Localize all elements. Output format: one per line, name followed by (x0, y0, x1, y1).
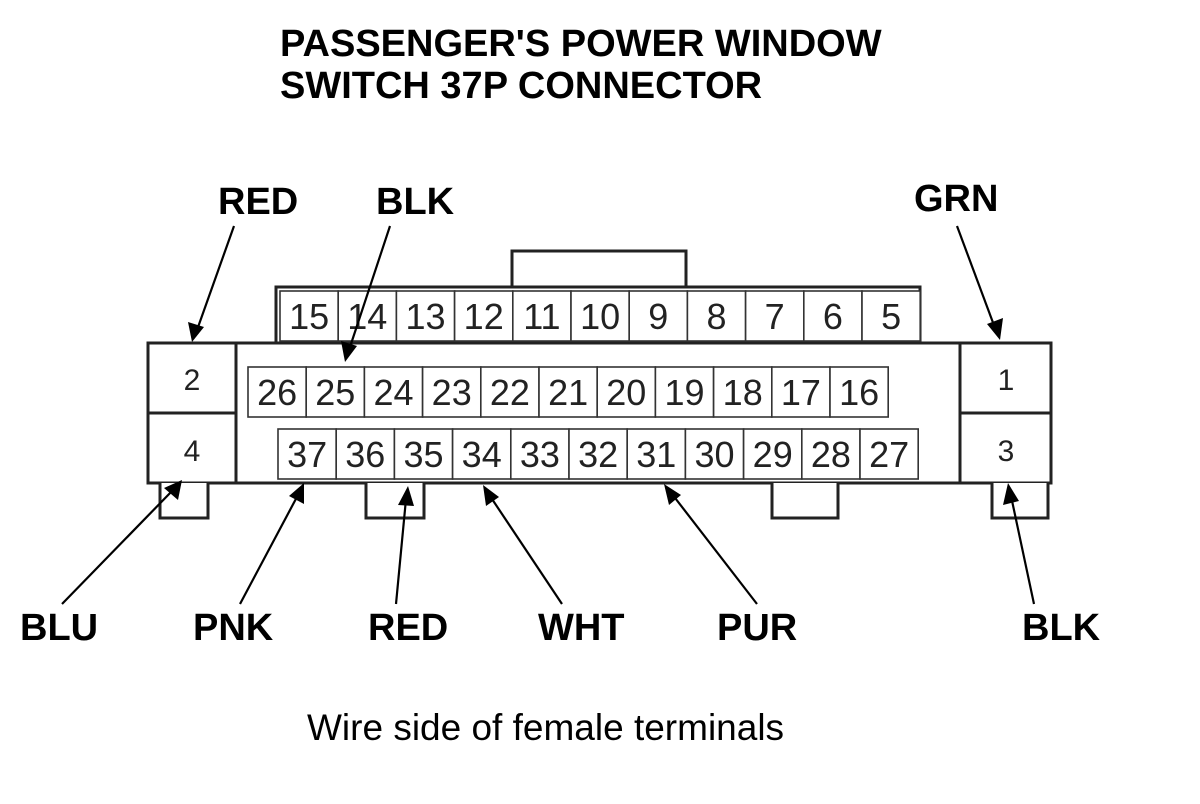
pin-9: 9 (648, 296, 668, 337)
pin-18: 18 (723, 372, 763, 413)
pin-27: 27 (869, 434, 909, 475)
pin-25: 25 (315, 372, 355, 413)
arrow-pin4 (61, 480, 182, 605)
pin-cavity-9 (628, 290, 689, 342)
pin-cavity-31 (626, 428, 687, 480)
pin-1: 1 (998, 364, 1015, 397)
pin-24: 24 (373, 372, 413, 413)
arrow-pin34 (483, 485, 563, 605)
arrow-pin3 (1003, 483, 1036, 605)
pin-29: 29 (753, 434, 793, 475)
wire-label-pin3: BLK (1022, 607, 1101, 649)
wire-label-pin4: BLU (20, 607, 98, 649)
arrow-pin25 (341, 225, 392, 362)
pin-cavity-20 (596, 366, 657, 418)
pin-cavity-26 (247, 366, 308, 418)
pin-32: 32 (578, 434, 618, 475)
arrow-pin35 (394, 486, 414, 605)
pin-cavity-36 (335, 428, 396, 480)
pin-37: 37 (287, 434, 327, 475)
wire-label-pin37: PNK (193, 607, 274, 649)
foot-4 (990, 483, 1050, 520)
wire-label-pin35: RED (368, 607, 448, 649)
pin-cavity-34 (451, 428, 512, 480)
pin-cavity-22 (479, 366, 540, 418)
pin-cavity-11 (511, 290, 572, 342)
wire-label-pin2: RED (218, 181, 298, 223)
pin-14: 14 (347, 296, 387, 337)
wire-arrows (61, 225, 1036, 605)
wire-label-pin25: BLK (376, 181, 455, 223)
arrow-pin37 (239, 483, 304, 605)
pin-5: 5 (881, 296, 901, 337)
pin-cavity-28 (800, 428, 861, 480)
pin-cavity-7 (744, 290, 805, 342)
pin-10: 10 (580, 296, 620, 337)
pin-cavity-19 (654, 366, 715, 418)
diagram-title-line1: PASSENGER'S POWER WINDOW (280, 23, 882, 65)
pin-17: 17 (781, 372, 821, 413)
pin-7: 7 (765, 296, 785, 337)
pin-cavity-29 (742, 428, 803, 480)
foot-2 (364, 483, 426, 520)
latch-tab (510, 249, 688, 287)
pin-36: 36 (345, 434, 385, 475)
pin-19: 19 (664, 372, 704, 413)
pin-cavity-21 (538, 366, 599, 418)
pin-30: 30 (694, 434, 734, 475)
wire-label-pin34: WHT (538, 607, 625, 649)
pin-cavity-15 (279, 290, 340, 342)
pin-3: 3 (998, 435, 1015, 468)
diagram-caption: Wire side of female terminals (307, 707, 784, 748)
pin-20: 20 (606, 372, 646, 413)
pin-cavity-32 (568, 428, 629, 480)
pin-23: 23 (432, 372, 472, 413)
pin-cavity-5 (861, 290, 922, 342)
pin-4: 4 (184, 435, 201, 468)
pin-22: 22 (490, 372, 530, 413)
arrow-pin31 (664, 484, 758, 605)
wire-label-pin1: GRN (914, 178, 998, 220)
pin-15: 15 (289, 296, 329, 337)
pin-cavity-23 (421, 366, 482, 418)
pin-31: 31 (636, 434, 676, 475)
pin-13: 13 (405, 296, 445, 337)
pin-cavity-6 (802, 290, 863, 342)
pin-28: 28 (811, 434, 851, 475)
pin-cavity-35 (393, 428, 454, 480)
arrow-pin2 (188, 225, 236, 342)
foot-3 (770, 483, 840, 520)
wire-label-pin31: PUR (717, 607, 797, 649)
pin-16: 16 (839, 372, 879, 413)
pin-2: 2 (184, 364, 201, 397)
pin-12: 12 (464, 296, 504, 337)
pin-8: 8 (706, 296, 726, 337)
pin-35: 35 (403, 434, 443, 475)
pin-cavity-27 (859, 428, 920, 480)
pin-cavity-30 (684, 428, 745, 480)
pin-cavity-16 (829, 366, 890, 418)
pin-cavity-18 (712, 366, 773, 418)
pin-11: 11 (523, 296, 560, 337)
pin-6: 6 (823, 296, 843, 337)
pin-21: 21 (548, 372, 588, 413)
pin-cavity-17 (770, 366, 831, 418)
pin-cavity-25 (305, 366, 366, 418)
pin-26: 26 (257, 372, 297, 413)
pin-cavity-14 (337, 290, 398, 342)
diagram-title-line2: SWITCH 37P CONNECTOR (280, 65, 762, 107)
pin-33: 33 (520, 434, 560, 475)
pin-34: 34 (462, 434, 502, 475)
arrow-pin1 (955, 225, 1003, 340)
